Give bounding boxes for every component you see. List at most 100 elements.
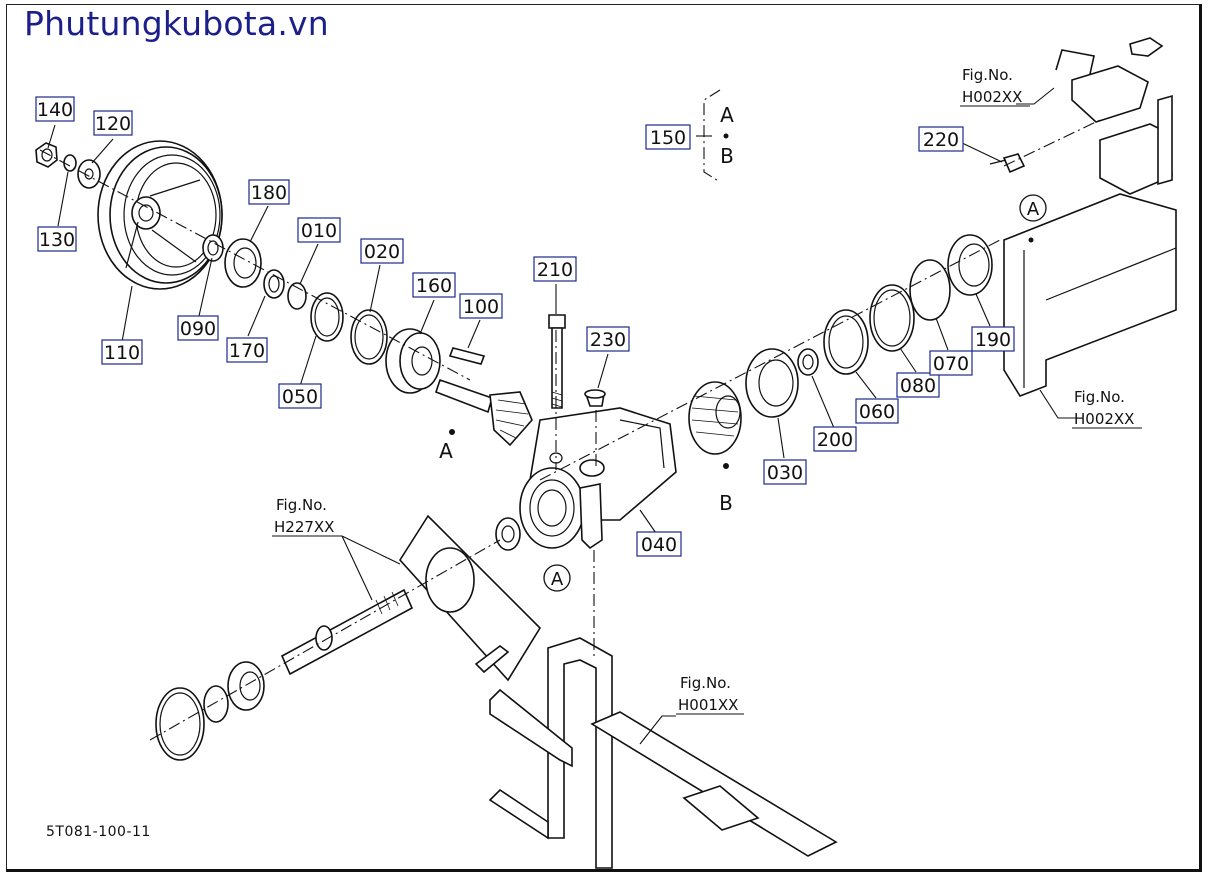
bevel-gear-b xyxy=(688,381,742,455)
washer-120 xyxy=(77,159,101,189)
callout-160: 160 xyxy=(412,272,456,298)
snap-ring-left-small xyxy=(203,685,229,723)
marker-a-label: A xyxy=(439,439,453,463)
svg-text:100: 100 xyxy=(463,296,499,318)
circle-a-dot xyxy=(1028,237,1034,243)
o-ring-080 xyxy=(869,284,915,352)
svg-text:180: 180 xyxy=(251,182,287,204)
svg-text:080: 080 xyxy=(900,375,936,397)
callout-030: 030 xyxy=(763,459,807,485)
svg-text:090: 090 xyxy=(180,318,216,340)
svg-text:150: 150 xyxy=(650,127,686,149)
key-100 xyxy=(448,347,486,365)
axis-right xyxy=(539,239,1001,481)
svg-text:120: 120 xyxy=(95,113,131,135)
callout-140: 140 xyxy=(35,96,75,122)
plug-230 xyxy=(584,389,606,407)
svg-text:060: 060 xyxy=(859,401,895,423)
callout-050: 050 xyxy=(278,383,322,409)
bottom-frame xyxy=(488,637,838,869)
top-right-bracket xyxy=(1055,37,1173,195)
svg-text:H002XX: H002XX xyxy=(1074,410,1134,428)
fig-ref-top-right: Fig.No. H002XX xyxy=(960,66,1030,107)
svg-text:010: 010 xyxy=(301,220,337,242)
bearing-160 xyxy=(385,328,441,394)
marker-b-dot xyxy=(723,463,729,469)
bolt-210 xyxy=(548,314,566,409)
svg-text:200: 200 xyxy=(817,429,853,451)
fig-ref-left-shaft: Fig.No. H227XX xyxy=(272,496,342,537)
callout-150: 150 xyxy=(645,124,691,150)
leader-lines xyxy=(47,87,1076,745)
svg-text:160: 160 xyxy=(416,275,452,297)
axis-bolt-220 xyxy=(1003,119,1101,167)
callout-020: 020 xyxy=(360,238,404,264)
svg-text:040: 040 xyxy=(641,534,677,556)
svg-text:110: 110 xyxy=(104,342,140,364)
collar-170 xyxy=(263,269,285,299)
axis-shaft xyxy=(149,539,501,741)
pulley-110 xyxy=(97,140,223,290)
callout-230: 230 xyxy=(586,326,630,352)
callout-080: 080 xyxy=(896,372,940,398)
svg-text:190: 190 xyxy=(975,329,1011,351)
svg-text:220: 220 xyxy=(923,129,959,151)
svg-text:140: 140 xyxy=(37,99,73,121)
callout-060: 060 xyxy=(855,398,899,424)
mount-plate xyxy=(398,514,542,682)
marker-b-label: B xyxy=(719,491,733,515)
drive-shaft xyxy=(280,588,414,676)
svg-text:030: 030 xyxy=(767,462,803,484)
collar-200 xyxy=(797,348,819,376)
right-frame-plate xyxy=(1003,193,1177,397)
bracket-150 xyxy=(703,89,729,183)
site-watermark: Phutungkubota.vn xyxy=(24,4,329,43)
svg-text:H002XX: H002XX xyxy=(962,88,1022,106)
svg-text:Fig.No.: Fig.No. xyxy=(276,496,327,514)
svg-text:170: 170 xyxy=(229,340,265,362)
svg-text:130: 130 xyxy=(39,229,75,251)
callout-110: 110 xyxy=(101,339,143,365)
oil-seal-190 xyxy=(947,234,993,296)
callout-040: 040 xyxy=(636,531,682,557)
callout-120: 120 xyxy=(93,110,133,136)
circle-a-right: A xyxy=(1019,194,1047,222)
bevel-gear-shaft-a xyxy=(434,378,533,447)
nut-140 xyxy=(35,142,58,168)
callout-200: 200 xyxy=(813,426,857,452)
callout-220: 220 xyxy=(918,126,964,152)
callout-180: 180 xyxy=(248,179,290,205)
o-ring-070 xyxy=(909,259,951,321)
fig-ref-mid-right: Fig.No. H002XX xyxy=(1072,388,1142,429)
bracket-150-b: B xyxy=(720,144,734,168)
bolt-220 xyxy=(989,153,1026,174)
callout-100: 100 xyxy=(459,293,503,319)
callout-210: 210 xyxy=(533,256,577,282)
callout-170: 170 xyxy=(226,337,268,363)
washer-090 xyxy=(202,234,224,262)
gearbox-housing-040 xyxy=(519,407,677,550)
collar-ring-left xyxy=(495,517,521,551)
fig-ref-bottom-frame: Fig.No. H001XX xyxy=(676,674,744,715)
marker-a-dot xyxy=(449,429,455,435)
svg-text:Fig.No.: Fig.No. xyxy=(1074,388,1125,406)
drawing-code: 5T081-100-11 xyxy=(46,824,151,840)
circlip-050 xyxy=(310,292,344,342)
callout-010: 010 xyxy=(297,217,341,243)
bracket-150-a: A xyxy=(720,103,734,127)
drawing-frame xyxy=(6,4,1202,872)
oil-seal-180 xyxy=(224,238,262,288)
svg-text:H227XX: H227XX xyxy=(274,518,334,536)
callout-070: 070 xyxy=(929,350,973,376)
svg-text:Fig.No.: Fig.No. xyxy=(680,674,731,692)
svg-text:020: 020 xyxy=(364,241,400,263)
callout-090: 090 xyxy=(177,315,219,341)
svg-text:Fig.No.: Fig.No. xyxy=(962,66,1013,84)
snap-ring-left-large xyxy=(155,687,205,761)
svg-text:A: A xyxy=(1027,199,1040,220)
circle-a-bottom: A xyxy=(543,564,571,592)
o-ring-020 xyxy=(350,309,388,365)
axis-vertical xyxy=(593,410,597,660)
bearing-left xyxy=(227,661,265,711)
